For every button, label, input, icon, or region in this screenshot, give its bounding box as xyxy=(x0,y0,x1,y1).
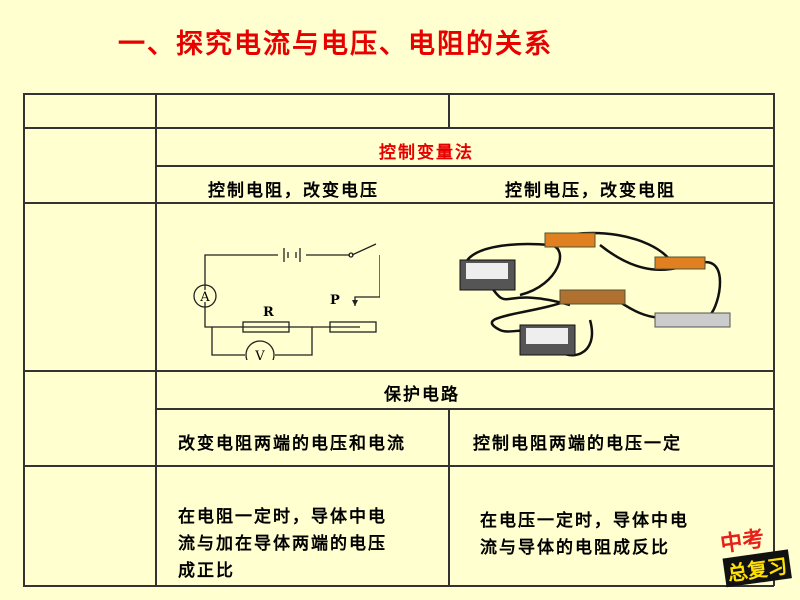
meter-icon xyxy=(459,259,516,291)
table-divider xyxy=(23,465,774,467)
table-divider xyxy=(448,93,450,127)
conclusion-line: 成正比 xyxy=(178,561,235,581)
resistor-label: R xyxy=(263,305,274,320)
slider-label: P xyxy=(330,293,340,308)
rheostat-role: 保护电路 xyxy=(384,385,460,405)
ammeter-label: A xyxy=(199,290,210,305)
table-border xyxy=(23,585,774,587)
table-divider xyxy=(23,202,774,204)
conclusion-line: 在电阻一定时，导体中电 xyxy=(178,507,387,527)
table-border xyxy=(23,93,774,95)
table-divider xyxy=(23,127,774,129)
battery-holder xyxy=(544,232,596,248)
apparatus-photo xyxy=(459,231,731,357)
method-label: 控制变量法 xyxy=(379,143,474,163)
table-border xyxy=(773,93,775,586)
conclusion-line: 流与导体的电阻成反比 xyxy=(480,538,670,558)
voltmeter-label: V xyxy=(254,349,265,360)
table-divider xyxy=(155,165,774,167)
resistor-board xyxy=(559,289,626,305)
conclusion-left: 在电阻一定时，导体中电 流与加在导体两端的电压 成正比 xyxy=(178,504,387,585)
conclusion-line: 流与加在导体两端的电压 xyxy=(178,534,387,554)
table-divider xyxy=(155,93,157,586)
circuit-diagram: A V R P xyxy=(193,243,380,360)
method-left: 控制电阻，改变电压 xyxy=(208,181,379,201)
conclusion-right: 在电压一定时，导体中电 流与导体的电阻成反比 xyxy=(480,508,689,562)
method-right: 控制电压，改变电阻 xyxy=(505,181,676,201)
rheostat-right: 控制电阻两端的电压一定 xyxy=(473,434,682,454)
page-title: 一、探究电流与电压、电阻的关系 xyxy=(118,29,553,60)
conclusion-line: 在电压一定时，导体中电 xyxy=(480,511,689,531)
table-border xyxy=(23,93,25,586)
table-divider xyxy=(155,408,774,410)
rheostat xyxy=(654,312,731,328)
review-logo: 中考 总复习 xyxy=(718,518,792,588)
meter-icon xyxy=(519,324,576,356)
table-divider xyxy=(23,370,774,372)
switch xyxy=(654,256,706,270)
table-divider xyxy=(448,408,450,586)
rheostat-left: 改变电阻两端的电压和电流 xyxy=(178,434,406,454)
